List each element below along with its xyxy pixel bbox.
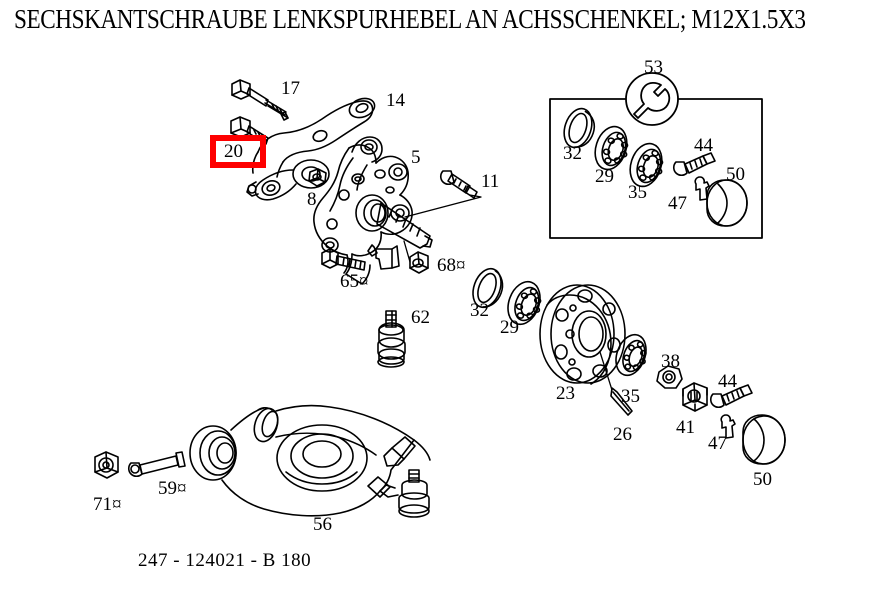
inset-callout-29-bearing: 29 <box>595 166 614 187</box>
callout-38-washer: 38 <box>661 351 680 372</box>
callout-71-nut: 71¤ <box>93 494 122 515</box>
part-17-hex-bolt <box>231 79 289 121</box>
callout-62-ball-joint: 62 <box>411 307 430 328</box>
leader-line-11 <box>404 194 482 218</box>
part-29-bearing-main <box>507 280 542 326</box>
callout-65-bolt: 65¤ <box>340 271 369 292</box>
part-8-nut <box>308 168 327 187</box>
inset-part-50-dust-cap <box>706 179 748 227</box>
part-32-seal-main <box>472 267 504 309</box>
part-65-bolt <box>321 248 366 271</box>
inset-callout-53-wrench-symbol: 53 <box>644 57 663 78</box>
page-title: SECHSKANTSCHRAUBE LENKSPURHEBEL AN ACHSS… <box>14 4 806 34</box>
callout-23-wheel-hub: 23 <box>556 383 575 404</box>
part-50-dust-cap-lower <box>742 414 786 465</box>
wrench-icon-53 <box>625 72 679 126</box>
callout-68-nut: 68¤ <box>437 255 466 276</box>
part-23-wheel-hub <box>539 284 626 385</box>
part-41-castle-nut <box>682 382 708 412</box>
callout-56-control-arm: 56 <box>313 514 332 535</box>
part-44-bolt-lower <box>709 384 753 409</box>
inset-part-47-clip <box>694 176 710 201</box>
callout-29-bearing: 29 <box>500 317 519 338</box>
part-38-washer <box>656 365 683 389</box>
part-71-nut <box>94 451 119 479</box>
callout-50-dust-cap: 50 <box>753 469 772 490</box>
part-47-clip-lower <box>720 414 736 439</box>
part-5-steering-knuckle <box>313 136 433 285</box>
callout-35-bearing: 35 <box>621 386 640 407</box>
inset-callout-50-dust-cap: 50 <box>726 164 745 185</box>
leader-line-68 <box>403 240 411 263</box>
callout-47-clip: 47 <box>708 433 727 454</box>
part-35-bearing-main <box>615 333 647 377</box>
part-56-lower-control-arm <box>189 404 431 518</box>
inset-part-44-bolt <box>672 152 716 177</box>
part-62-ball-joint <box>377 310 406 368</box>
inset-callout-44-bolt: 44 <box>694 135 713 156</box>
callout-20-hex-bolt-highlighted: 20 <box>224 141 243 162</box>
callout-14-steering-arm: 14 <box>386 90 405 111</box>
part-26-cotter-pin <box>610 387 633 416</box>
callout-17-hex-bolt: 17 <box>281 78 300 99</box>
inset-part-32-seal <box>563 107 596 149</box>
inset-callout-47-clip: 47 <box>668 193 687 214</box>
page-footer: 247 - 124021 - B 180 <box>138 550 312 571</box>
callout-8-nut: 8 <box>307 189 317 210</box>
callout-32-seal: 32 <box>470 300 489 321</box>
part-68-nut <box>409 251 429 274</box>
callout-26-cotter-pin: 26 <box>613 424 632 445</box>
callout-41-castle-nut: 41 <box>676 417 695 438</box>
callout-11-bolt: 11 <box>481 171 500 192</box>
part-20-hex-bolt <box>230 116 269 145</box>
inset-callout-35-bearing: 35 <box>628 182 647 203</box>
part-bracket-small <box>367 244 400 270</box>
part-11-bolt <box>439 170 478 199</box>
inset-part-35-bearing <box>629 142 664 188</box>
part-59-bolt <box>127 451 186 478</box>
highlight-box-part-20 <box>210 135 266 168</box>
callout-5-steering-knuckle: 5 <box>411 147 421 168</box>
inset-part-29-bearing <box>594 125 629 171</box>
inset-callout-32-seal: 32 <box>563 143 582 164</box>
callout-59-bolt: 59¤ <box>158 478 187 499</box>
leader-line-26 <box>599 351 613 391</box>
callout-44-bolt: 44 <box>718 371 737 392</box>
